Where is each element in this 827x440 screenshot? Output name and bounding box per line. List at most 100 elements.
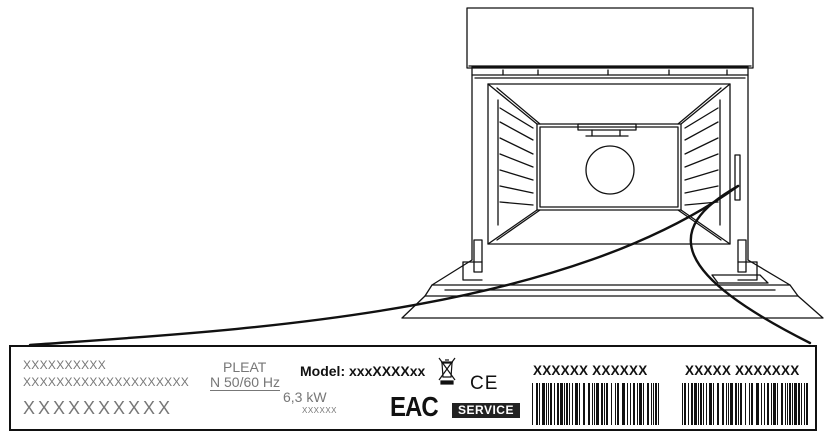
barcode-bar (767, 383, 769, 425)
barcode-1-label: XXXXXX XXXXXX (533, 363, 648, 378)
barcode-bar (596, 383, 599, 425)
barcode-bar (801, 383, 802, 425)
barcode-bar (781, 383, 783, 425)
barcode-bar (542, 383, 545, 425)
barcode-bar (694, 383, 697, 425)
barcode-bar (539, 383, 540, 425)
barcode-bar (532, 383, 533, 425)
barcode-bar (617, 383, 619, 425)
barcode-bar (798, 383, 800, 425)
label-line-2: XXXXXXXXXXXXXXXXXXXX (23, 375, 190, 389)
barcode-bar (794, 383, 797, 425)
barcode-bar (787, 383, 788, 425)
barcode-bar (637, 383, 638, 425)
barcode-1 (532, 383, 659, 425)
barcode-bar (688, 383, 689, 425)
barcode-bar (647, 383, 649, 425)
barcode-bar (572, 383, 573, 425)
barcode-bar (548, 383, 549, 425)
barcode-bar (740, 383, 742, 425)
barcode-bar (564, 383, 565, 425)
barcode-bar (751, 383, 753, 425)
barcode-bar (655, 383, 657, 425)
barcode-bar (592, 383, 593, 425)
barcode-bar (709, 383, 712, 425)
barcode-bar (749, 383, 750, 425)
eac-conformity-icon: EAC (390, 391, 439, 423)
barcode-bar (682, 383, 683, 425)
barcode-bar (684, 383, 686, 425)
barcode-bar (566, 383, 568, 425)
barcode-bar (643, 383, 644, 425)
barcode-bar (722, 383, 724, 425)
barcode-bar (550, 383, 552, 425)
barcode-2 (682, 383, 808, 425)
barcode-bar (756, 383, 759, 425)
barcode-bar (569, 383, 570, 425)
barcode-bar (658, 383, 659, 425)
barcode-bar (601, 383, 603, 425)
barcode-bar (546, 383, 547, 425)
barcode-bar (691, 383, 693, 425)
frequency-text: N 50/60 Hz (210, 374, 281, 391)
barcode-bar (554, 383, 555, 425)
barcode-bar (606, 383, 608, 425)
barcode-bar (575, 383, 578, 425)
crossed-out-bin-icon (438, 357, 456, 385)
barcode-bar (604, 383, 605, 425)
barcode-2-label: XXXXX XXXXXXX (685, 363, 800, 378)
barcode-bar (639, 383, 642, 425)
label-line-3: XXXXXXXXXX (23, 398, 174, 418)
barcode-bar (633, 383, 635, 425)
barcode-bar (792, 383, 793, 425)
rating-label: XXXXXXXXXX XXXXXXXXXXXXXXXXXXXX XXXXXXXX… (9, 345, 817, 431)
barcode-bar (653, 383, 654, 425)
barcode-bar (728, 383, 729, 425)
barcode-bar (557, 383, 559, 425)
service-badge: SERVICE (452, 403, 520, 418)
barcode-bar (771, 383, 772, 425)
barcode-bar (773, 383, 776, 425)
barcode-bar (735, 383, 737, 425)
barcode-bar (588, 383, 590, 425)
open-door (401, 239, 824, 319)
barcode-bar (706, 383, 707, 425)
barcode-bar (536, 383, 538, 425)
barcode-bar (622, 383, 625, 425)
barcode-bar (611, 383, 612, 425)
barcode-bar (738, 383, 739, 425)
oven-cavity (471, 74, 749, 261)
barcode-bar (745, 383, 746, 425)
barcode-bar (583, 383, 585, 425)
barcode-bar (789, 383, 791, 425)
right-shelf-rails (684, 99, 721, 226)
barcode-bar (730, 383, 733, 425)
barcode-bar (698, 383, 699, 425)
barcode-bar (594, 383, 595, 425)
barcode-bar (651, 383, 652, 425)
barcode-bar (717, 383, 719, 425)
pleat-text: PLEAT (223, 359, 267, 375)
barcode-bar (700, 383, 702, 425)
barcode-bar (713, 383, 714, 425)
power-text: 6,3 kW (283, 389, 327, 405)
barcode-bar (615, 383, 616, 425)
barcode-bar (579, 383, 580, 425)
barcode-bar (630, 383, 631, 425)
callout-lines (28, 184, 812, 347)
ce-conformity-icon: CE (470, 373, 499, 394)
small-code-text: XXXXXX (302, 406, 338, 415)
barcode-bar (560, 383, 563, 425)
barcode-bar (785, 383, 786, 425)
barcode-bar (777, 383, 778, 425)
barcode-bar (804, 383, 805, 425)
label-line-1: XXXXXXXXXX (23, 358, 107, 372)
barcode-bar (627, 383, 628, 425)
left-shelf-rails (497, 99, 534, 226)
barcode-bar (703, 383, 704, 425)
barcode-bar (726, 383, 727, 425)
barcode-bar (764, 383, 765, 425)
cabinet-housing (466, 7, 754, 76)
barcode-bar (806, 383, 808, 425)
